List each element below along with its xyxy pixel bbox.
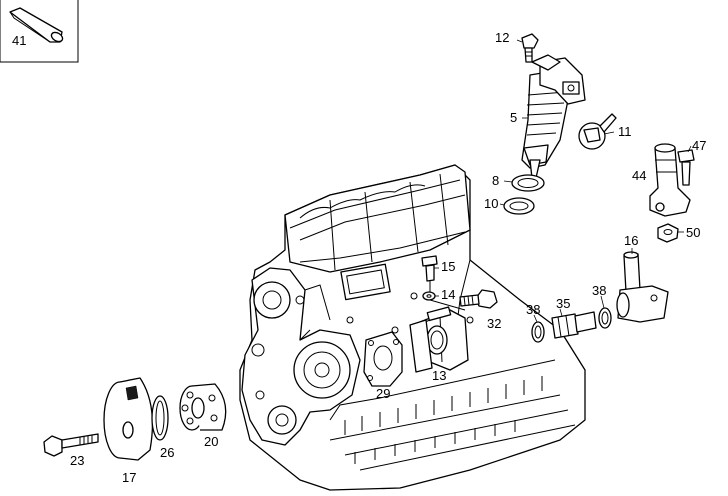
- nut-part-50[interactable]: [657, 223, 679, 243]
- inset-box-41: [0, 0, 79, 63]
- callout-12[interactable]: 12: [495, 30, 509, 45]
- bolt-part-47[interactable]: [677, 149, 695, 186]
- callout-23[interactable]: 23: [70, 453, 84, 468]
- callout-8[interactable]: 8: [492, 173, 499, 188]
- seal-ring-part-8[interactable]: [511, 174, 545, 192]
- callout-15[interactable]: 15: [441, 259, 455, 274]
- connector-part-35[interactable]: [551, 311, 597, 339]
- ring-part-26[interactable]: [151, 395, 169, 441]
- callout-5[interactable]: 5: [510, 110, 517, 125]
- bolt-part-12[interactable]: [521, 33, 539, 63]
- callout-26[interactable]: 26: [160, 445, 174, 460]
- seal-ring-part-38-left[interactable]: [531, 321, 545, 343]
- callout-labels: 41 12 5 11 47 44 8 10 50 16 15 14 32 38 …: [12, 30, 706, 485]
- callout-32[interactable]: 32: [487, 316, 501, 331]
- callout-13[interactable]: 13: [432, 368, 446, 383]
- callout-41[interactable]: 41: [12, 33, 26, 48]
- seal-ring-part-10[interactable]: [503, 197, 535, 215]
- callout-16[interactable]: 16: [624, 233, 638, 248]
- hub-part-20[interactable]: [179, 383, 227, 431]
- callout-17[interactable]: 17: [122, 470, 136, 485]
- callout-11[interactable]: 11: [618, 124, 632, 139]
- callout-38-left[interactable]: 38: [526, 302, 540, 317]
- tube-part-41[interactable]: [9, 7, 64, 43]
- callout-35[interactable]: 35: [556, 296, 570, 311]
- seal-ring-part-38-right[interactable]: [598, 307, 612, 329]
- callout-14[interactable]: 14: [441, 287, 455, 302]
- gasket-part-13-plate[interactable]: [409, 319, 433, 373]
- pipe-part-16[interactable]: [616, 251, 669, 323]
- bolt-part-23[interactable]: [43, 433, 99, 457]
- callout-38-right[interactable]: 38: [592, 283, 606, 298]
- leader-lines: [434, 39, 692, 323]
- wrench-part-11[interactable]: [578, 113, 617, 150]
- callout-50[interactable]: 50: [686, 225, 700, 240]
- pulley-part-17[interactable]: [103, 377, 154, 461]
- callout-10[interactable]: 10: [484, 196, 498, 211]
- pump-part-44[interactable]: [649, 143, 691, 217]
- bolt-part-32[interactable]: [459, 289, 498, 309]
- callout-47[interactable]: 47: [692, 138, 706, 153]
- washer-part-14[interactable]: [422, 291, 436, 301]
- callout-20[interactable]: 20: [204, 434, 218, 449]
- bolt-part-15[interactable]: [421, 255, 438, 282]
- callout-29[interactable]: 29: [376, 386, 390, 401]
- injector-part-5[interactable]: [521, 54, 586, 179]
- gasket-part-29[interactable]: [363, 331, 403, 387]
- callout-44[interactable]: 44: [632, 168, 646, 183]
